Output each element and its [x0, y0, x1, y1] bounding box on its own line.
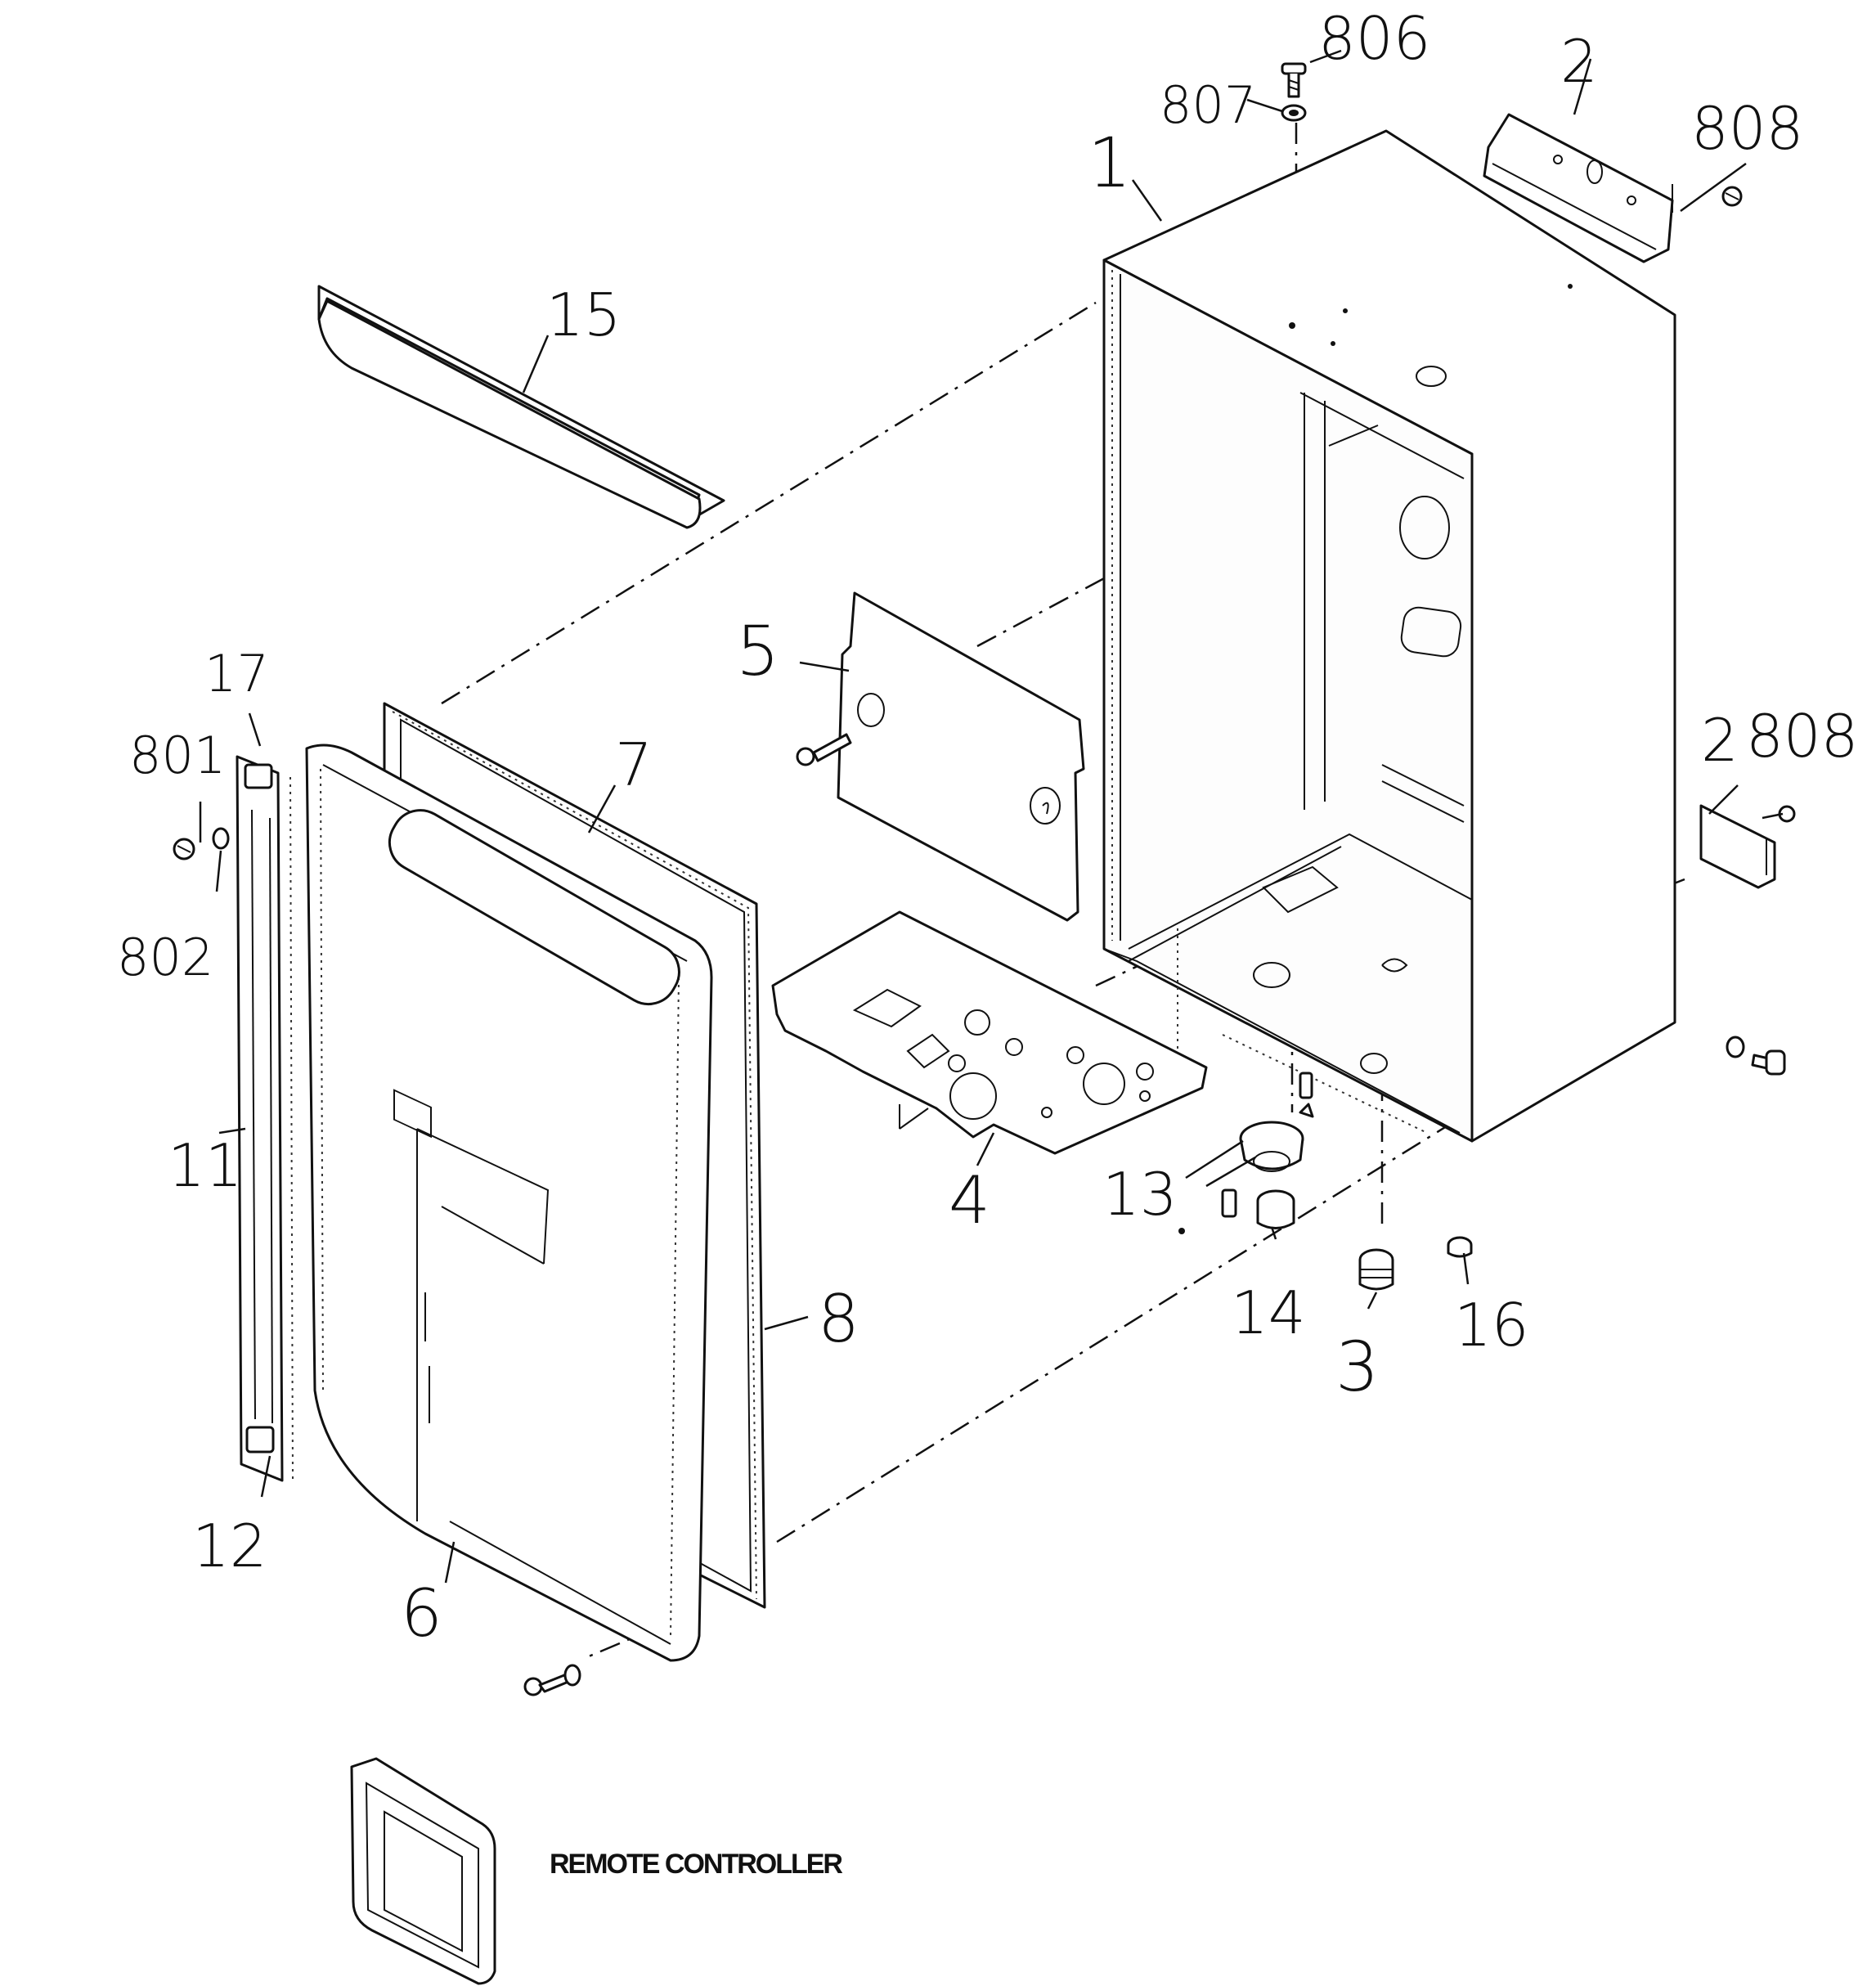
label-3: 3 [1335, 1327, 1379, 1407]
remote-controller-caption: REMOTE CONTROLLER [550, 1849, 842, 1880]
screw-part-808-top [1721, 186, 1743, 207]
bracket-part-2-right [1699, 804, 1776, 889]
label-7: 7 [615, 730, 653, 799]
label-4: 4 [949, 1162, 990, 1238]
screws-part-13 [1178, 1072, 1313, 1234]
remote-controller [350, 1089, 496, 1985]
screw-part-806 [1281, 62, 1307, 98]
cabinet-part-1 [1102, 129, 1676, 1143]
label-16: 16 [1454, 1291, 1529, 1359]
label-801: 801 [129, 726, 226, 785]
grommet-part-16 [1447, 1236, 1473, 1258]
label-5: 5 [736, 611, 779, 691]
panel-part-5 [837, 591, 1085, 922]
washer-part-807 [1281, 104, 1307, 122]
leader-lines [199, 49, 1784, 1584]
label-802: 802 [117, 928, 213, 987]
label-807: 807 [1160, 75, 1256, 135]
label-12: 12 [192, 1512, 267, 1580]
part-labels: 806 807 2 808 1 15 17 801 802 7 5 2 808 … [117, 4, 1858, 1651]
label-11: 11 [168, 1131, 243, 1200]
component-part-13 [1239, 1103, 1314, 1172]
top-cover-part-15 [317, 285, 725, 529]
label-17: 17 [204, 644, 269, 703]
bracket-part-2-top [1483, 113, 1674, 263]
label-8: 8 [818, 1281, 859, 1357]
label-808-right: 808 [1746, 702, 1858, 771]
label-13: 13 [1102, 1160, 1178, 1229]
screws-part-6 [523, 1664, 581, 1696]
label-15: 15 [546, 281, 622, 349]
label-2-top: 2 [1560, 27, 1598, 96]
cap-part-14 [1256, 1189, 1295, 1229]
washer-part-802 [212, 827, 230, 850]
label-1: 1 [1088, 123, 1131, 203]
label-808-top: 808 [1691, 94, 1803, 163]
label-2-right: 2 [1701, 706, 1739, 775]
label-14: 14 [1231, 1278, 1306, 1347]
plate-part-4 [771, 910, 1208, 1155]
front-cover-part-6 [305, 744, 713, 1662]
label-806: 806 [1318, 4, 1430, 73]
side-frame-part-11 [236, 755, 294, 1482]
fitting-part-3 [1358, 1248, 1394, 1291]
label-6: 6 [401, 1575, 442, 1651]
side-screws [1726, 1036, 1786, 1076]
screw-part-801 [173, 838, 195, 860]
screw-part-5 [796, 733, 852, 766]
